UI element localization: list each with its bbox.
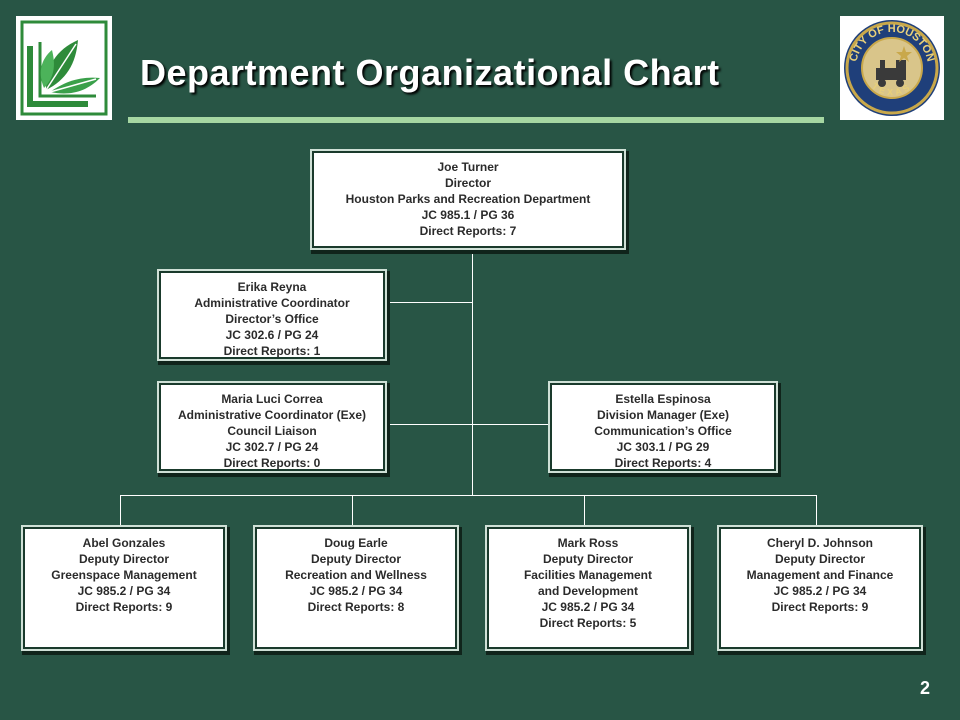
connector-correa (385, 424, 473, 425)
trunk-line (472, 248, 473, 496)
node-title: Division Manager (Exe) (596, 408, 730, 422)
city-seal-logo: CITY OF HOUSTON TEXAS (840, 16, 944, 120)
node-reports: Direct Reports: 4 (614, 456, 712, 470)
node-reports: Direct Reports: 0 (223, 456, 321, 470)
org-node-gonzales: Abel Gonzales Deputy Director Greenspace… (23, 527, 225, 649)
org-node-director: Joe Turner Director Houston Parks and Re… (312, 151, 624, 248)
connector-espinosa (472, 424, 550, 425)
parks-leaf-logo (16, 16, 112, 120)
node-unit: Recreation and Wellness (285, 568, 427, 582)
node-name: Doug Earle (324, 536, 388, 550)
node-title: Deputy Director (774, 552, 866, 566)
node-name: Estella Espinosa (615, 392, 711, 406)
node-reports: Direct Reports: 1 (223, 344, 321, 358)
node-unit-line2: and Development (537, 584, 639, 598)
node-title: Deputy Director (78, 552, 170, 566)
node-code: JC 985.2 / PG 34 (309, 584, 403, 598)
node-reports: Direct Reports: 9 (75, 600, 173, 614)
node-code: JC 985.2 / PG 34 (77, 584, 171, 598)
page-title: Department Organizational Chart (140, 52, 720, 93)
node-title: Deputy Director (542, 552, 634, 566)
node-code: JC 985.2 / PG 34 (773, 584, 867, 598)
node-unit: Communication’s Office (594, 424, 732, 438)
org-node-correa: Maria Luci Correa Administrative Coordin… (159, 383, 385, 471)
org-node-johnson: Cheryl D. Johnson Deputy Director Manage… (719, 527, 921, 649)
org-node-earle: Doug Earle Deputy Director Recreation an… (255, 527, 457, 649)
drop-earle (352, 495, 353, 527)
node-unit: Houston Parks and Recreation Department (345, 192, 591, 206)
node-unit: Council Liaison (227, 424, 317, 438)
node-name: Maria Luci Correa (221, 392, 323, 406)
org-node-espinosa: Estella Espinosa Division Manager (Exe) … (550, 383, 776, 471)
node-title: Deputy Director (310, 552, 402, 566)
org-node-ross: Mark Ross Deputy Director Facilities Man… (487, 527, 689, 649)
node-unit: Facilities Management (523, 568, 653, 582)
page-number: 2 (920, 678, 931, 698)
node-name: Mark Ross (557, 536, 619, 550)
node-name: Abel Gonzales (82, 536, 166, 550)
node-code: JC 985.1 / PG 36 (421, 208, 515, 222)
drop-johnson (816, 495, 817, 527)
node-reports: Direct Reports: 9 (771, 600, 869, 614)
node-name: Joe Turner (437, 160, 499, 174)
node-reports: Direct Reports: 8 (307, 600, 405, 614)
node-title: Administrative Coordinator (Exe) (177, 408, 367, 422)
node-name: Erika Reyna (237, 280, 307, 294)
node-title: Director (444, 176, 491, 190)
drop-gonzales (120, 495, 121, 527)
node-code: JC 985.2 / PG 34 (541, 600, 635, 614)
node-reports: Direct Reports: 7 (419, 224, 517, 238)
drop-ross (584, 495, 585, 527)
node-code: JC 303.1 / PG 29 (616, 440, 710, 454)
node-reports: Direct Reports: 5 (539, 616, 637, 630)
node-title: Administrative Coordinator (194, 296, 350, 310)
node-unit: Greenspace Management (51, 568, 197, 582)
connector-reyna (385, 302, 473, 303)
node-code: JC 302.7 / PG 24 (225, 440, 319, 454)
node-code: JC 302.6 / PG 24 (225, 328, 319, 342)
org-node-reyna: Erika Reyna Administrative Coordinator D… (159, 271, 385, 359)
node-name: Cheryl D. Johnson (766, 536, 873, 550)
node-unit: Director’s Office (225, 312, 319, 326)
title-underline (128, 117, 824, 123)
deputy-bus-line (120, 495, 817, 496)
node-unit: Management and Finance (746, 568, 894, 582)
